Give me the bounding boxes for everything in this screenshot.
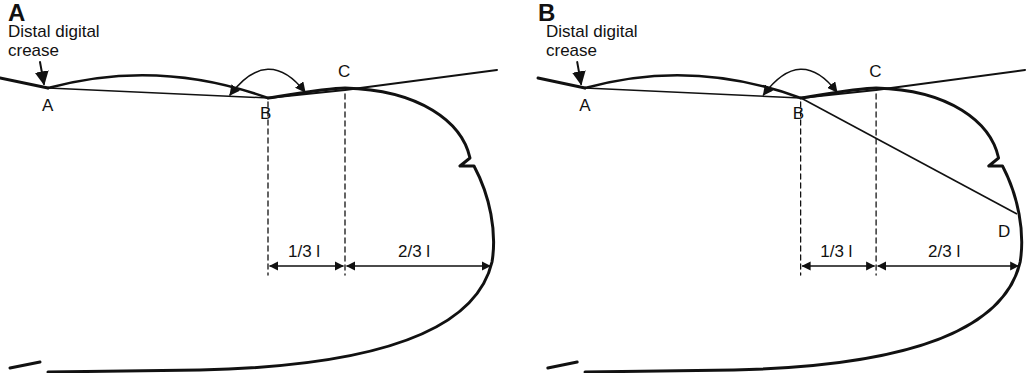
anatomy-label: Distal digital crease <box>8 22 118 60</box>
point-label: C <box>338 62 350 81</box>
point-label: B <box>793 104 804 123</box>
dimension-label: 1/3 l <box>820 242 852 261</box>
dimension-label: 2/3 l <box>928 242 960 261</box>
point-label: C <box>869 62 881 81</box>
point-label: A <box>579 96 590 115</box>
dimension-label: 2/3 l <box>398 242 430 261</box>
dimension-label: 1/3 l <box>288 242 320 261</box>
anatomy-label: Distal digital crease <box>546 22 656 60</box>
finger-drawing <box>538 62 1025 372</box>
point-label: A <box>42 96 53 115</box>
incision-line <box>801 98 1017 214</box>
point-label: D <box>998 222 1010 241</box>
finger-drawing <box>0 62 497 372</box>
point-label: B <box>260 104 271 123</box>
